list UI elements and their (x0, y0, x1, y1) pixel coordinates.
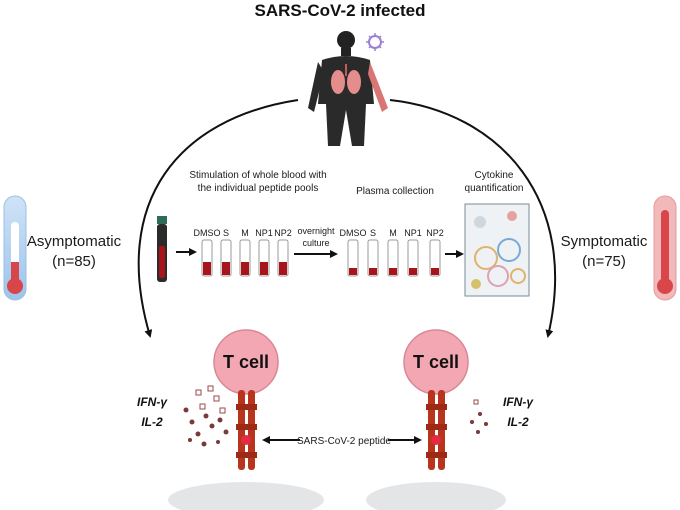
tube-labels-group1: DMSO S M NP1 NP2 (194, 228, 292, 238)
right-ifn-label: IFN-γ (503, 395, 534, 409)
cytokine-text-line1: Cytokine (475, 170, 514, 181)
stimulation-tubes (201, 239, 289, 277)
tcr-receptor-left (236, 390, 257, 470)
left-il2-label: IL-2 (141, 415, 163, 429)
tube-label: S (223, 228, 229, 238)
tube-icon (258, 239, 270, 277)
thermometer-hot-icon (653, 195, 677, 301)
tube-label: NP1 (404, 228, 422, 238)
left-ifn-label: IFN-γ (137, 395, 168, 409)
arrow-to-asymptomatic (137, 99, 299, 338)
tube-icon (220, 239, 232, 277)
tube-icon (429, 239, 441, 277)
cytokine-dots-left (183, 385, 229, 447)
stimulation-text-line1: Stimulation of whole blood with (189, 170, 326, 181)
tube-label: S (370, 228, 376, 238)
asymptomatic-label: Asymptomatic (27, 233, 122, 250)
diagram-title: SARS-CoV-2 infected (255, 1, 426, 20)
tube-label: M (241, 228, 249, 238)
tube-label: DMSO (194, 228, 221, 238)
asymptomatic-count: (n=85) (52, 253, 96, 270)
tube-label: NP2 (274, 228, 292, 238)
tube-label: DMSO (340, 228, 367, 238)
culture-text: culture (302, 238, 329, 248)
virus-icon (366, 33, 384, 51)
t-cell-right (366, 329, 506, 510)
cytokine-text-line2: quantification (465, 183, 524, 194)
arrow-to-symptomatic (389, 99, 557, 338)
symptomatic-count: (n=75) (582, 253, 626, 270)
infected-person-icon (308, 31, 388, 146)
tube-labels-group2: DMSO S M NP1 NP2 (340, 228, 444, 238)
tube-icon (277, 239, 289, 277)
apc-surface-right (366, 482, 506, 510)
cytokine-dots-right (470, 399, 488, 434)
stimulation-text-line2: the individual peptide pools (198, 183, 319, 194)
tube-label: M (389, 228, 397, 238)
tube-icon (347, 239, 359, 277)
thermometer-cold-icon (3, 195, 27, 301)
plasma-collection-text: Plasma collection (356, 186, 434, 197)
apc-surface-left (168, 482, 324, 510)
t-cell-left (168, 329, 324, 510)
tcr-receptor-right (426, 390, 447, 470)
right-il2-label: IL-2 (507, 415, 529, 429)
tube-icon (367, 239, 379, 277)
tube-icon (201, 239, 213, 277)
blood-tube-icon (157, 216, 167, 282)
overnight-text: overnight (297, 226, 335, 236)
tube-label: NP1 (255, 228, 273, 238)
peptide-label: SARS-CoV-2 peptide (297, 436, 391, 447)
tube-icon (239, 239, 251, 277)
cytokine-beads-icon (464, 203, 530, 297)
t-cell-left-label: T cell (223, 352, 269, 372)
tube-label: NP2 (426, 228, 444, 238)
symptomatic-label: Symptomatic (561, 233, 648, 250)
tube-icon (387, 239, 399, 277)
plasma-tubes (347, 239, 441, 277)
tube-icon (407, 239, 419, 277)
t-cell-right-label: T cell (413, 352, 459, 372)
